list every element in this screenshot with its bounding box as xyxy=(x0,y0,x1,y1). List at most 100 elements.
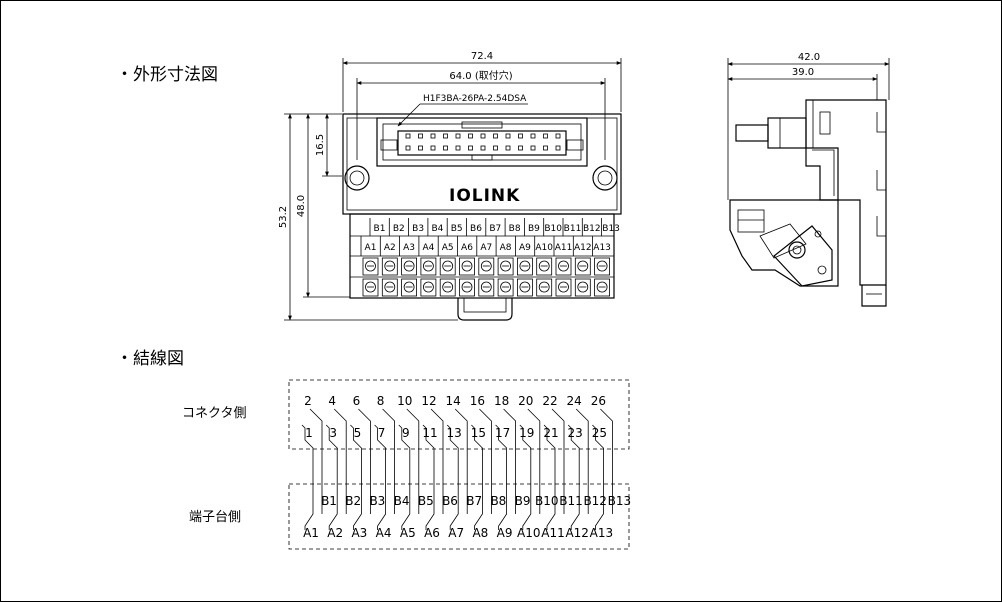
connector-pin-even: 18 xyxy=(494,394,509,408)
connector-pin-odd: 25 xyxy=(592,426,607,440)
connector-pin xyxy=(480,145,486,151)
wire-even xyxy=(479,408,492,514)
terminal-b: B4 xyxy=(394,494,410,508)
terminal-screw xyxy=(403,260,415,272)
terminal-screw-housing xyxy=(420,257,437,276)
terminal-label-b: B8 xyxy=(509,224,521,234)
wire-even xyxy=(430,408,444,514)
terminal-screw xyxy=(558,281,569,293)
connector-pin xyxy=(418,133,423,139)
wire-odd xyxy=(543,424,556,530)
terminal-b: B13 xyxy=(608,494,632,508)
connector-pin xyxy=(493,145,498,151)
connector-pin-even: 26 xyxy=(591,394,606,408)
connector-pin xyxy=(543,145,548,151)
terminal-screw xyxy=(519,260,531,272)
terminal-label-b: B1 xyxy=(374,224,386,234)
terminal-b: B12 xyxy=(583,494,607,508)
terminal-screw-housing xyxy=(381,257,398,276)
terminal-b: B9 xyxy=(515,494,531,508)
terminal-screw xyxy=(365,281,376,293)
terminal-b: B3 xyxy=(369,494,385,508)
terminal-label-b: B11 xyxy=(564,224,582,234)
connector-pin xyxy=(418,145,423,151)
terminal-a: A8 xyxy=(472,526,488,540)
connector-pin xyxy=(468,145,473,151)
terminal-a: A11 xyxy=(541,526,564,540)
terminal-screw xyxy=(538,281,550,293)
wire-odd xyxy=(374,424,386,530)
connector-pin-odd: 7 xyxy=(378,426,386,440)
wire-even xyxy=(358,408,371,514)
connector-pin-odd: 23 xyxy=(568,426,583,440)
terminal-label-b: B5 xyxy=(451,224,463,234)
terminal-screw xyxy=(480,281,492,293)
connector-pin xyxy=(555,133,561,139)
wire-odd xyxy=(325,424,338,530)
connector-pin xyxy=(530,133,536,139)
connector-pin xyxy=(430,145,436,151)
connector-pin-odd: 3 xyxy=(329,426,337,440)
connector-pin xyxy=(530,145,536,151)
terminal-label-b: B13 xyxy=(602,224,620,234)
wire-odd xyxy=(519,424,532,530)
terminal-b: B6 xyxy=(442,494,458,508)
side-view: 42.0 39.0 xyxy=(727,52,890,307)
terminal-b: B11 xyxy=(559,494,583,508)
connector-pin xyxy=(455,145,461,151)
wire-odd xyxy=(592,424,604,530)
terminal-screw-housing xyxy=(362,278,379,297)
terminal-a: A10 xyxy=(517,526,540,540)
terminal-screw-housing xyxy=(381,278,398,297)
terminal-side-box xyxy=(288,483,630,550)
connector-pin xyxy=(443,133,448,139)
terminal-label-a: A7 xyxy=(480,243,492,253)
connector-pin xyxy=(543,133,548,139)
terminal-b: B2 xyxy=(345,494,361,508)
terminal-b: B1 xyxy=(321,494,337,508)
terminal-label-a: A11 xyxy=(555,243,573,253)
terminal-label-a: A12 xyxy=(574,243,592,253)
wiring-heading: ・結線図 xyxy=(116,349,184,369)
terminal-a: A7 xyxy=(448,526,464,540)
connector-pin xyxy=(430,133,436,139)
terminal-label-a: A9 xyxy=(519,243,531,253)
connector-pin-even: 16 xyxy=(470,394,485,408)
terminal-screw-housing xyxy=(439,278,456,297)
terminal-label-a: A8 xyxy=(500,243,512,253)
terminal-label-b: B7 xyxy=(489,224,501,234)
terminal-screw-housing xyxy=(594,278,610,297)
connector-pin-odd: 1 xyxy=(305,426,313,440)
terminal-a: A6 xyxy=(424,526,440,540)
dim-side-inner: 39.0 xyxy=(792,67,814,78)
terminal-label-a: A2 xyxy=(384,243,396,253)
terminal-label-b: B6 xyxy=(470,224,482,234)
terminal-label-a: A6 xyxy=(461,243,473,253)
terminal-label-a: A3 xyxy=(403,243,415,253)
terminal-screw-housing xyxy=(517,257,533,276)
connector-pin-odd: 5 xyxy=(354,426,362,440)
terminal-screw xyxy=(422,281,434,293)
wire-even xyxy=(600,408,613,514)
terminal-label-a: A5 xyxy=(442,243,454,253)
wire-even xyxy=(503,408,516,514)
dim-connector-offset: 16.5 xyxy=(315,134,326,156)
connector-side-box xyxy=(288,379,630,450)
terminal-screw xyxy=(422,260,434,272)
terminal-a: A12 xyxy=(565,526,588,540)
wire-odd xyxy=(471,424,483,530)
connector-pin-odd: 15 xyxy=(471,426,486,440)
connector-pin-even: 6 xyxy=(353,394,361,408)
terminal-screw-housing xyxy=(594,257,610,276)
wire-even xyxy=(454,408,468,514)
connector-pin xyxy=(493,133,498,139)
terminal-screw-housing xyxy=(478,278,495,297)
connector-pin-even: 22 xyxy=(542,394,557,408)
terminal-screw-housing xyxy=(362,257,379,276)
connector-pin-odd: 21 xyxy=(543,426,558,440)
terminal-screw xyxy=(596,260,608,272)
terminal-a: A1 xyxy=(303,526,319,540)
connector-model-label: H1F3BA-26PA-2.54DSA xyxy=(423,94,527,104)
connector-pin-even: 24 xyxy=(567,394,582,408)
terminal-a: A5 xyxy=(400,526,416,540)
